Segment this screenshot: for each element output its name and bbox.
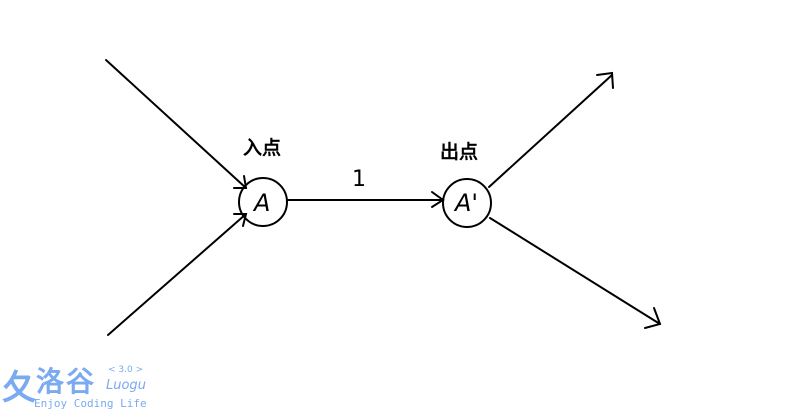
arrowhead xyxy=(233,175,248,189)
arrowhead xyxy=(233,213,248,227)
out-point-caption: 出点 xyxy=(440,141,479,163)
node-a-label: A xyxy=(254,189,271,217)
arrowhead xyxy=(596,71,614,89)
node-a-prime-label: A' xyxy=(455,189,479,217)
watermark-slogan: Enjoy Coding Life xyxy=(34,397,147,410)
watermark-brand: 洛谷 xyxy=(36,365,97,398)
node-a xyxy=(238,177,288,227)
arrowhead xyxy=(644,307,662,329)
node-a-prime xyxy=(442,178,492,228)
logo-icon: 夂 xyxy=(2,368,36,408)
edge-weight: 1 xyxy=(352,167,366,192)
incoming-edge-bottom xyxy=(107,213,247,336)
in-point-caption: 入点 xyxy=(243,137,282,159)
watermark-latin: Luogu xyxy=(106,378,146,393)
outgoing-edge-top xyxy=(488,74,613,188)
incoming-edge-top xyxy=(105,59,247,189)
outgoing-edge-bottom xyxy=(489,217,661,325)
watermark-version: < 3.0 > xyxy=(108,365,144,375)
